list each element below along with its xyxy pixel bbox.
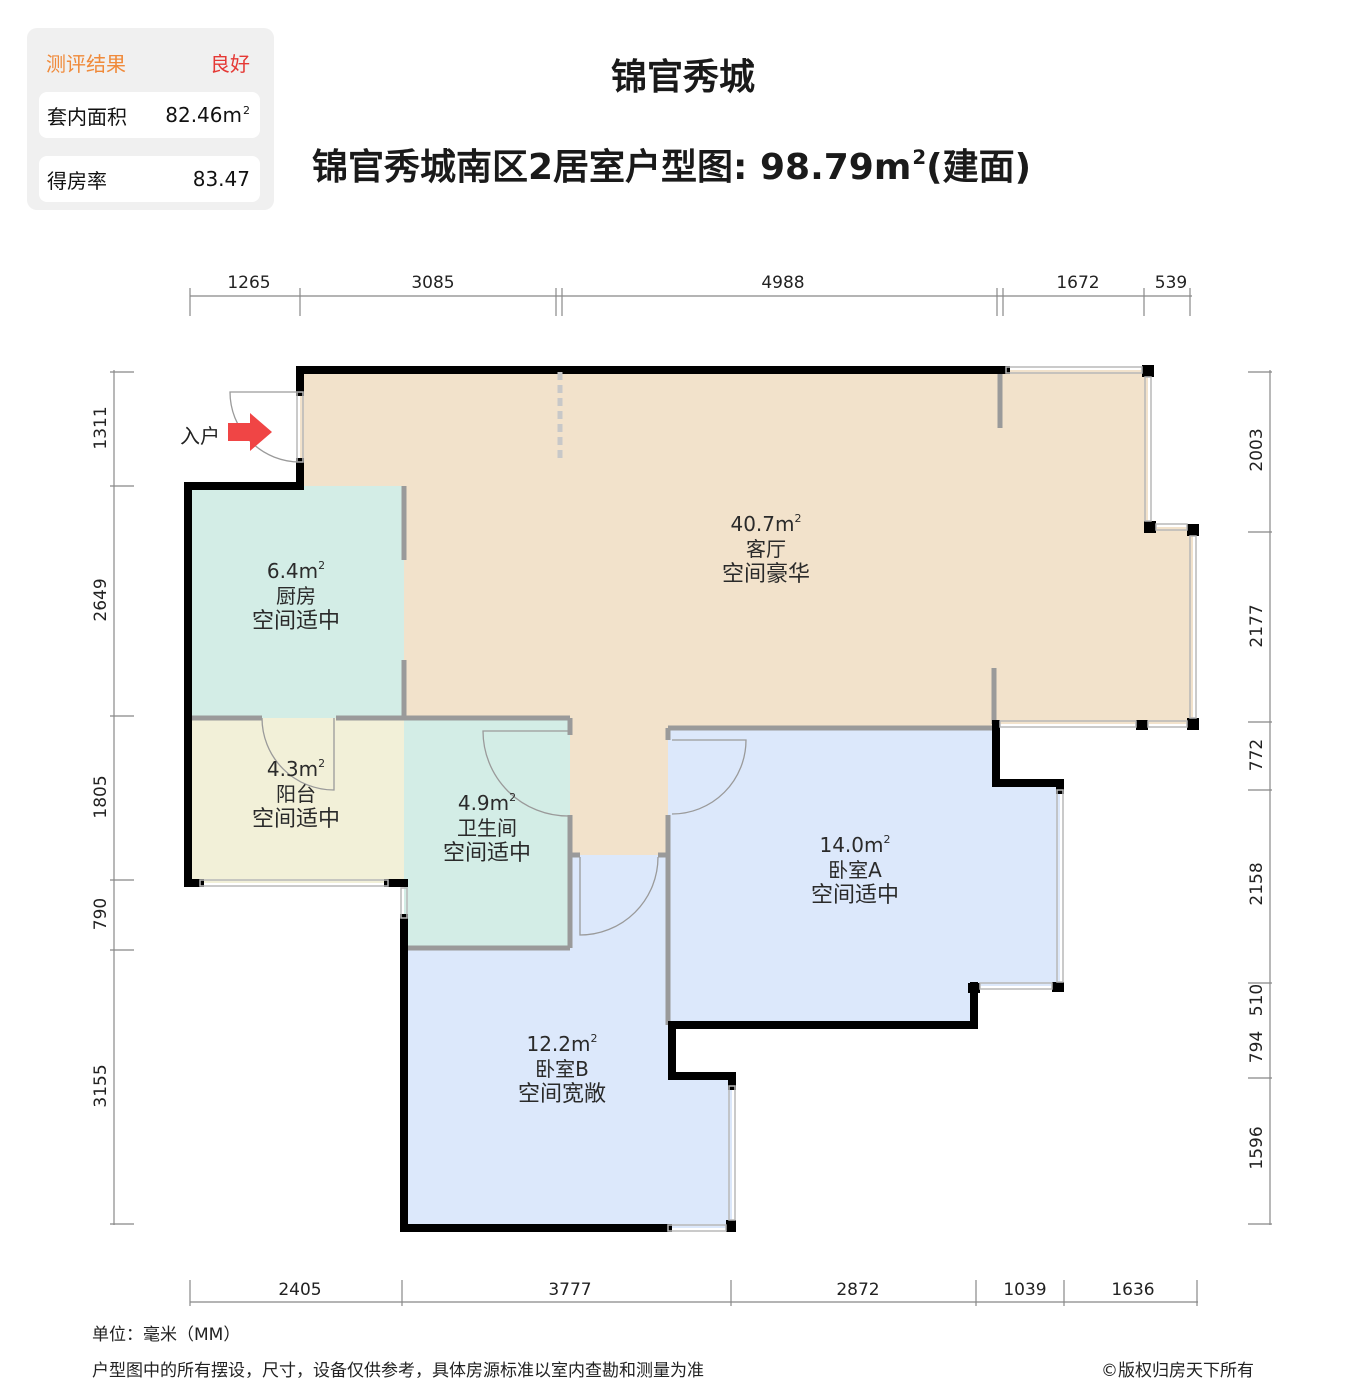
room-label-bedroom-a: 14.0m2 卧室A 空间适中: [811, 833, 899, 908]
svg-text:空间适中: 空间适中: [252, 807, 340, 832]
svg-text:空间适中: 空间适中: [811, 883, 899, 908]
dim-top-4: 1672: [1056, 273, 1099, 293]
evaluation-card: 测评结果 良好 套内面积 82.46m2 得房率 83.47: [27, 28, 274, 210]
dim-right-2: 2177: [1247, 604, 1267, 647]
entry-label: 入户: [180, 424, 220, 448]
dim-top-3: 4988: [761, 273, 804, 293]
svg-text:12.2m2: 12.2m2: [526, 1032, 597, 1056]
svg-text:卫生间: 卫生间: [457, 816, 517, 840]
exterior-walls: [184, 366, 1064, 1232]
svg-text:4.9m2: 4.9m2: [458, 791, 516, 815]
room-label-kitchen: 6.4m2 厨房 空间适中: [252, 559, 340, 634]
dimension-lines: [110, 288, 1272, 1306]
dim-right-7: 1596: [1247, 1126, 1267, 1169]
svg-text:厨房: 厨房: [276, 584, 316, 608]
dim-left-3: 1805: [91, 775, 111, 818]
dim-left-4: 790: [91, 898, 111, 930]
dim-top-1: 1265: [227, 273, 270, 293]
dim-bottom-5: 1636: [1111, 1280, 1154, 1300]
room-label-living: 40.7m2 客厅 空间豪华: [722, 512, 810, 587]
floorplan-title: 锦官秀城南区2居室户型图: 98.79m2(建面): [312, 146, 1032, 188]
inner-area-label: 套内面积: [47, 104, 127, 129]
evaluation-result: 良好: [210, 51, 250, 76]
room-bedroom-a-fill: [668, 728, 1060, 1025]
efficiency-label: 得房率: [47, 168, 107, 193]
room-label-bathroom: 4.9m2 卫生间 空间适中: [443, 791, 531, 866]
efficiency-value: 83.47: [192, 167, 250, 191]
dim-bottom-3: 2872: [836, 1280, 879, 1300]
column-blocks: [726, 365, 1199, 1232]
room-balcony-fill: [188, 718, 404, 883]
dim-right-3: 772: [1247, 739, 1267, 771]
dim-right-4: 2158: [1247, 862, 1267, 905]
windows: [199, 366, 1197, 1232]
entry-arrow-icon: [228, 413, 272, 451]
dim-left-2: 2649: [91, 578, 111, 621]
svg-text:卧室B: 卧室B: [535, 1057, 589, 1081]
dim-right-1: 2003: [1247, 428, 1267, 471]
svg-text:空间宽敞: 空间宽敞: [518, 1082, 606, 1107]
svg-text:空间豪华: 空间豪华: [722, 562, 810, 587]
dim-left-5: 3155: [91, 1064, 111, 1107]
svg-text:4.3m2: 4.3m2: [267, 757, 325, 781]
copyright: ©版权归房天下所有: [1101, 1361, 1254, 1381]
interior-walls: [188, 370, 1003, 1025]
dim-bottom-4: 1039: [1003, 1280, 1046, 1300]
svg-text:空间适中: 空间适中: [443, 841, 531, 866]
efficiency-row: 得房率 83.47: [39, 156, 260, 202]
evaluation-label: 测评结果: [46, 51, 126, 76]
room-kitchen-fill: [188, 486, 404, 718]
inner-area-value: 82.46m2: [165, 103, 250, 127]
room-living-fill: [300, 370, 1193, 855]
dim-bottom-2: 3777: [548, 1280, 591, 1300]
room-label-bedroom-b: 12.2m2 卧室B 空间宽敞: [518, 1032, 606, 1107]
dim-right-5: 510: [1247, 984, 1267, 1016]
svg-text:6.4m2: 6.4m2: [267, 559, 325, 583]
inner-area-row: 套内面积 82.46m2: [39, 92, 260, 138]
dim-left-1: 1311: [91, 406, 111, 449]
dim-right-6: 794: [1247, 1031, 1267, 1063]
dim-top-5: 539: [1155, 273, 1187, 293]
svg-text:空间适中: 空间适中: [252, 609, 340, 634]
unit-note: 单位：毫米（MM）: [92, 1325, 241, 1345]
svg-text:客厅: 客厅: [746, 537, 786, 561]
project-title: 锦官秀城: [610, 57, 755, 98]
evaluation-header: 测评结果 良好: [46, 48, 250, 76]
dim-bottom-1: 2405: [278, 1280, 321, 1300]
dim-top-2: 3085: [411, 273, 454, 293]
svg-text:14.0m2: 14.0m2: [819, 833, 890, 857]
svg-text:阳台: 阳台: [276, 782, 316, 806]
svg-text:40.7m2: 40.7m2: [730, 512, 801, 536]
room-label-balcony: 4.3m2 阳台 空间适中: [252, 757, 340, 832]
disclaimer: 户型图中的所有摆设，尺寸，设备仅供参考，具体房源标准以室内查勘和测量为准: [92, 1361, 704, 1381]
svg-text:卧室A: 卧室A: [828, 858, 882, 882]
